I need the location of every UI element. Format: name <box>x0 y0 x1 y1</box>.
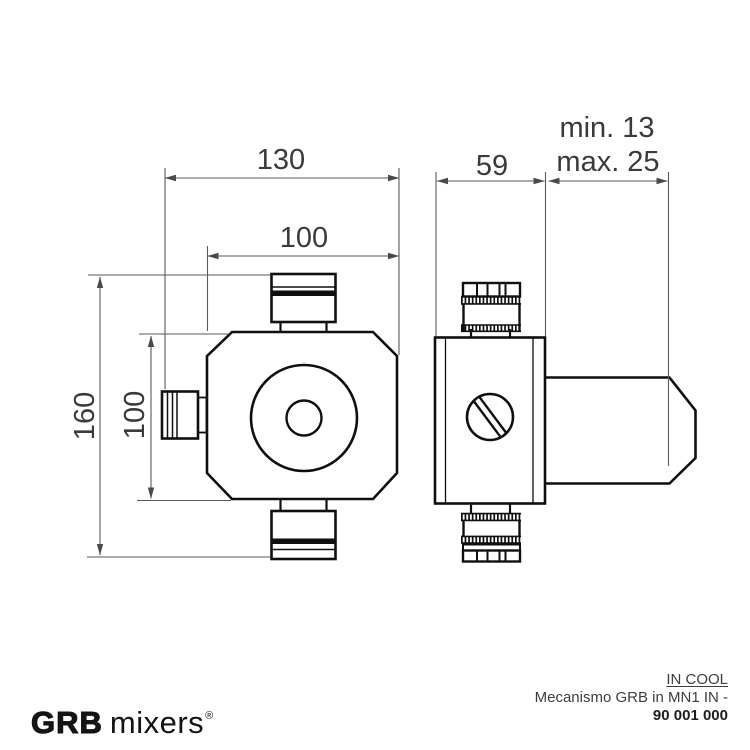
side-view <box>433 281 697 563</box>
label-side-depth: 59 <box>476 150 508 182</box>
brand-mixers: mixers <box>109 705 205 740</box>
front-left-fitting <box>160 390 208 440</box>
label-front-body-width: 100 <box>280 222 328 254</box>
front-bottom-fitting <box>270 498 337 561</box>
cartridge-extension <box>546 376 697 485</box>
product-info: IN COOL Mecanismo GRB in MN1 IN - 90 001… <box>535 671 728 725</box>
label-install-min: min. 13 <box>559 112 654 144</box>
screw-icon <box>465 392 515 442</box>
front-trim-circle <box>249 363 359 473</box>
side-bottom-fitting <box>461 502 522 563</box>
dimension-labels: 130 100 160 100 59 min. 13 max. 25 <box>69 112 660 440</box>
dimension-lines <box>87 168 670 558</box>
front-spindle-circle <box>285 399 323 437</box>
front-body-outline <box>205 330 399 501</box>
product-name: Mecanismo GRB in MN1 IN - <box>534 689 728 706</box>
label-install-max: max. 25 <box>556 146 659 178</box>
product-code: 90 001 000 <box>652 707 728 724</box>
label-front-body-height: 100 <box>119 391 151 439</box>
front-top-fitting <box>270 272 337 333</box>
side-top-fitting <box>461 281 522 339</box>
brand-grb: GRB <box>30 705 103 740</box>
label-front-overall-height: 160 <box>69 392 101 440</box>
label-front-overall-width: 130 <box>257 144 305 176</box>
side-body <box>433 336 547 505</box>
registered-mark-icon: ® <box>205 710 214 722</box>
series-label: IN COOL <box>666 671 728 688</box>
front-view <box>160 272 399 561</box>
